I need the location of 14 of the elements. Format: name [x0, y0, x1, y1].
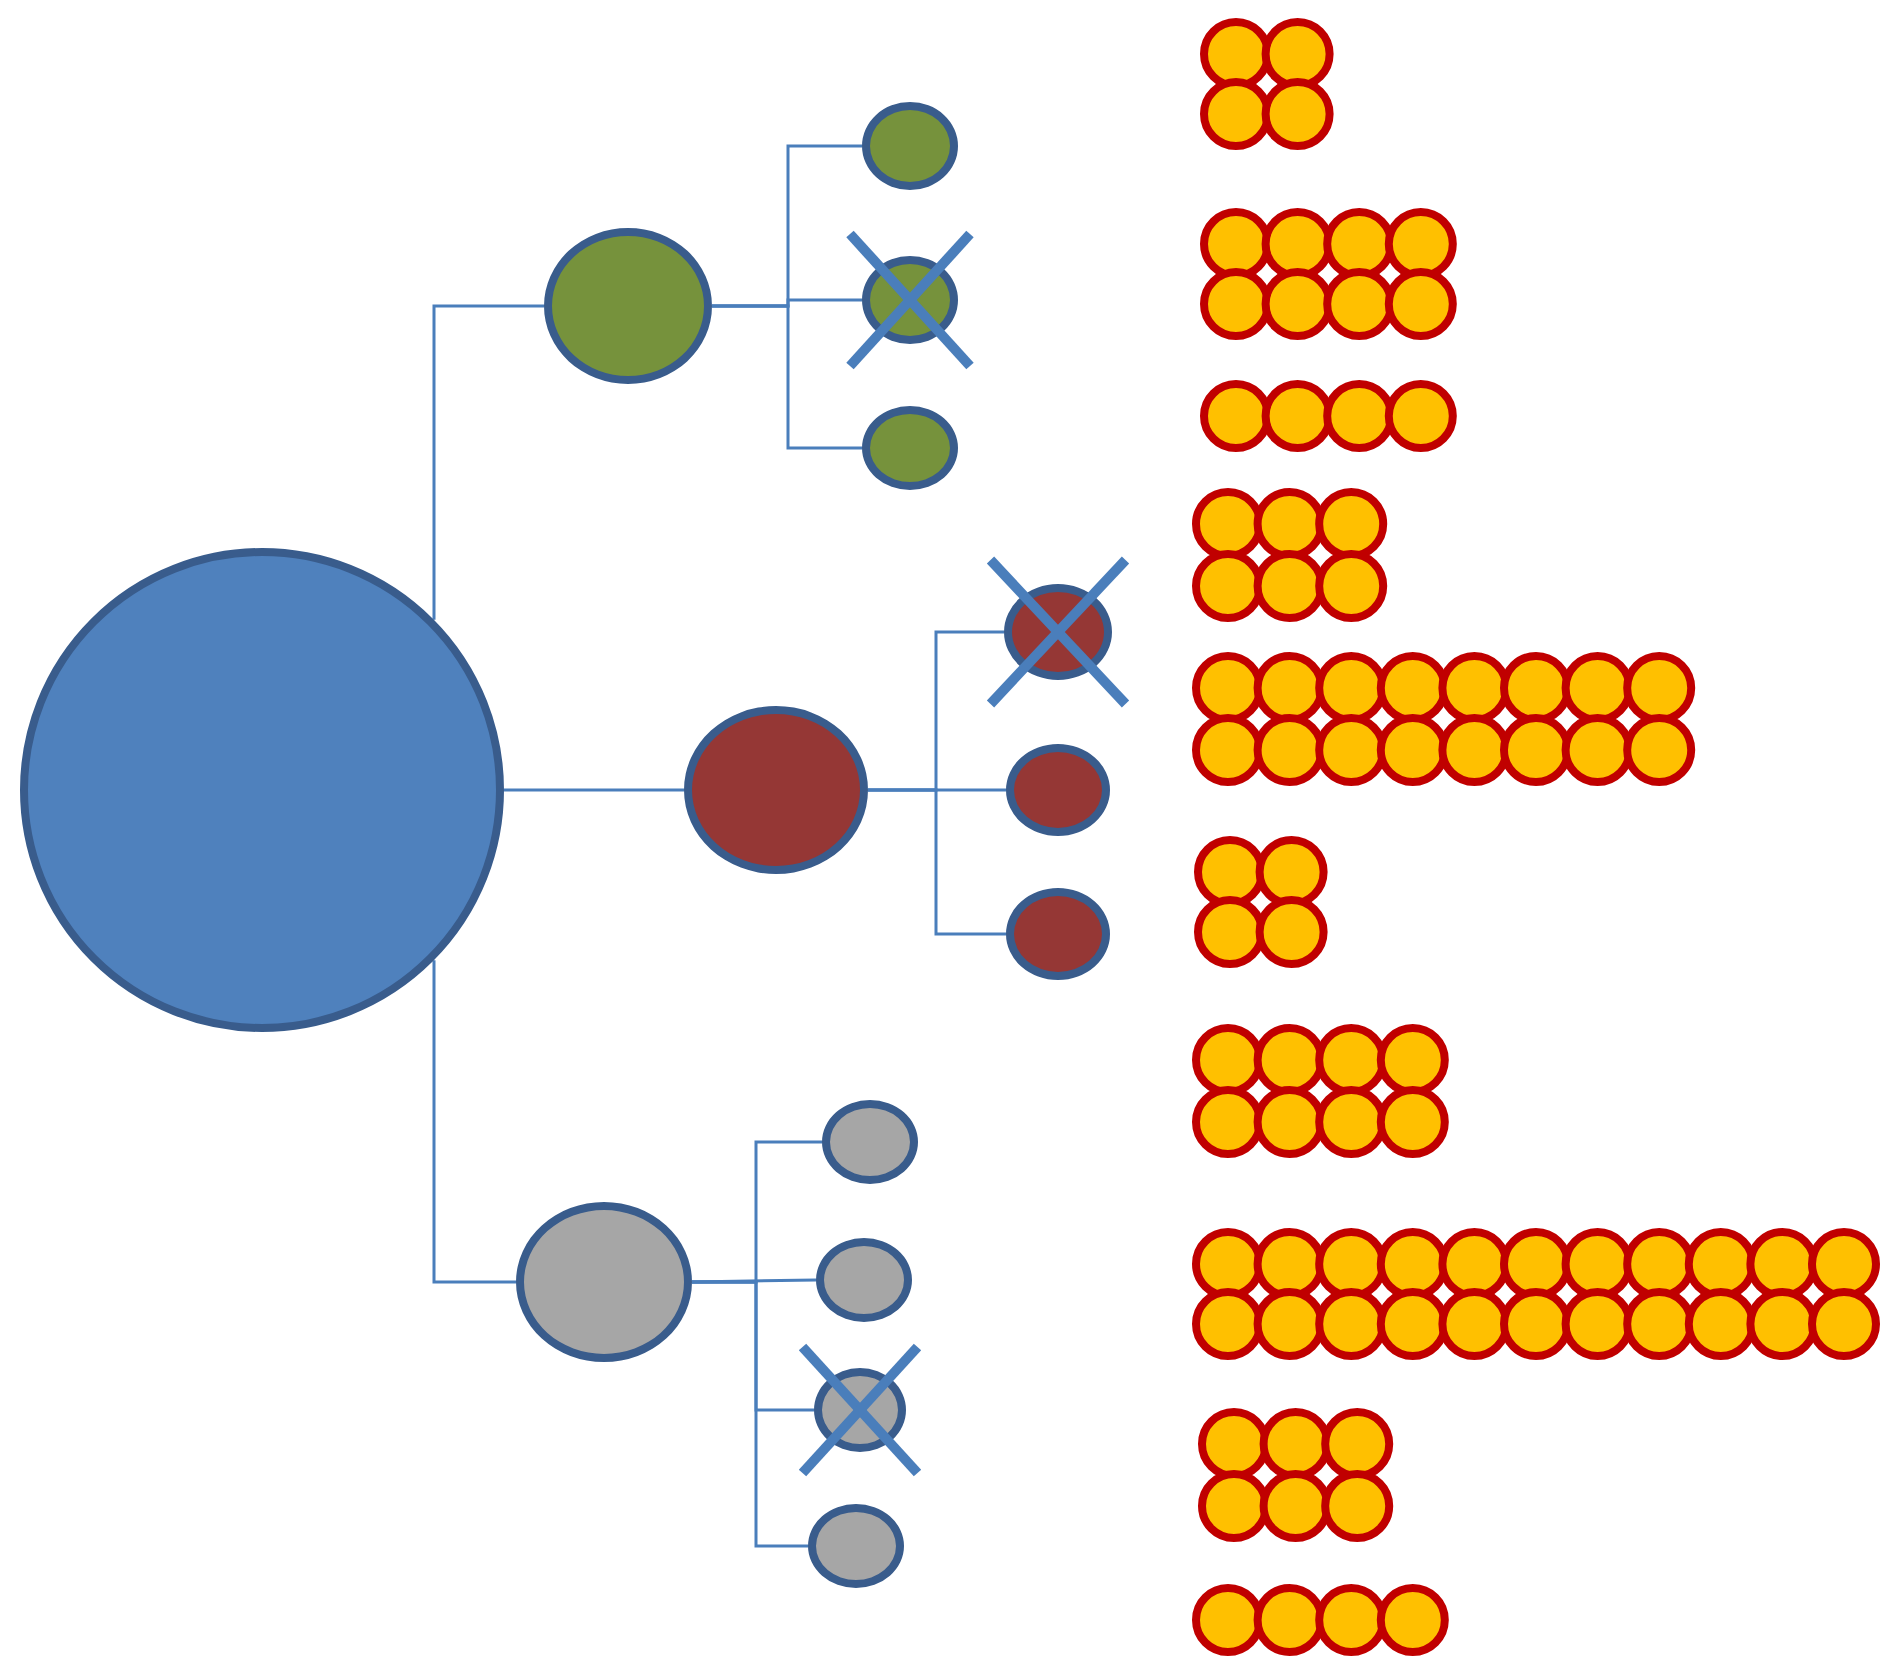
- circle-node: [816, 1238, 912, 1322]
- circle-node: [822, 1100, 918, 1184]
- circle-node: [862, 406, 958, 490]
- connector-line: [692, 1280, 808, 1548]
- connector-line: [868, 788, 1006, 936]
- circle-node: [1006, 888, 1110, 980]
- connector-line: [432, 960, 516, 1284]
- circle-node: [1006, 744, 1110, 836]
- connector-line: [432, 304, 544, 620]
- connector-line: [504, 788, 684, 792]
- connector-line: [712, 304, 862, 450]
- circle-node: [808, 1504, 904, 1588]
- connector-line: [691, 1278, 817, 1284]
- circle-node: [862, 102, 958, 190]
